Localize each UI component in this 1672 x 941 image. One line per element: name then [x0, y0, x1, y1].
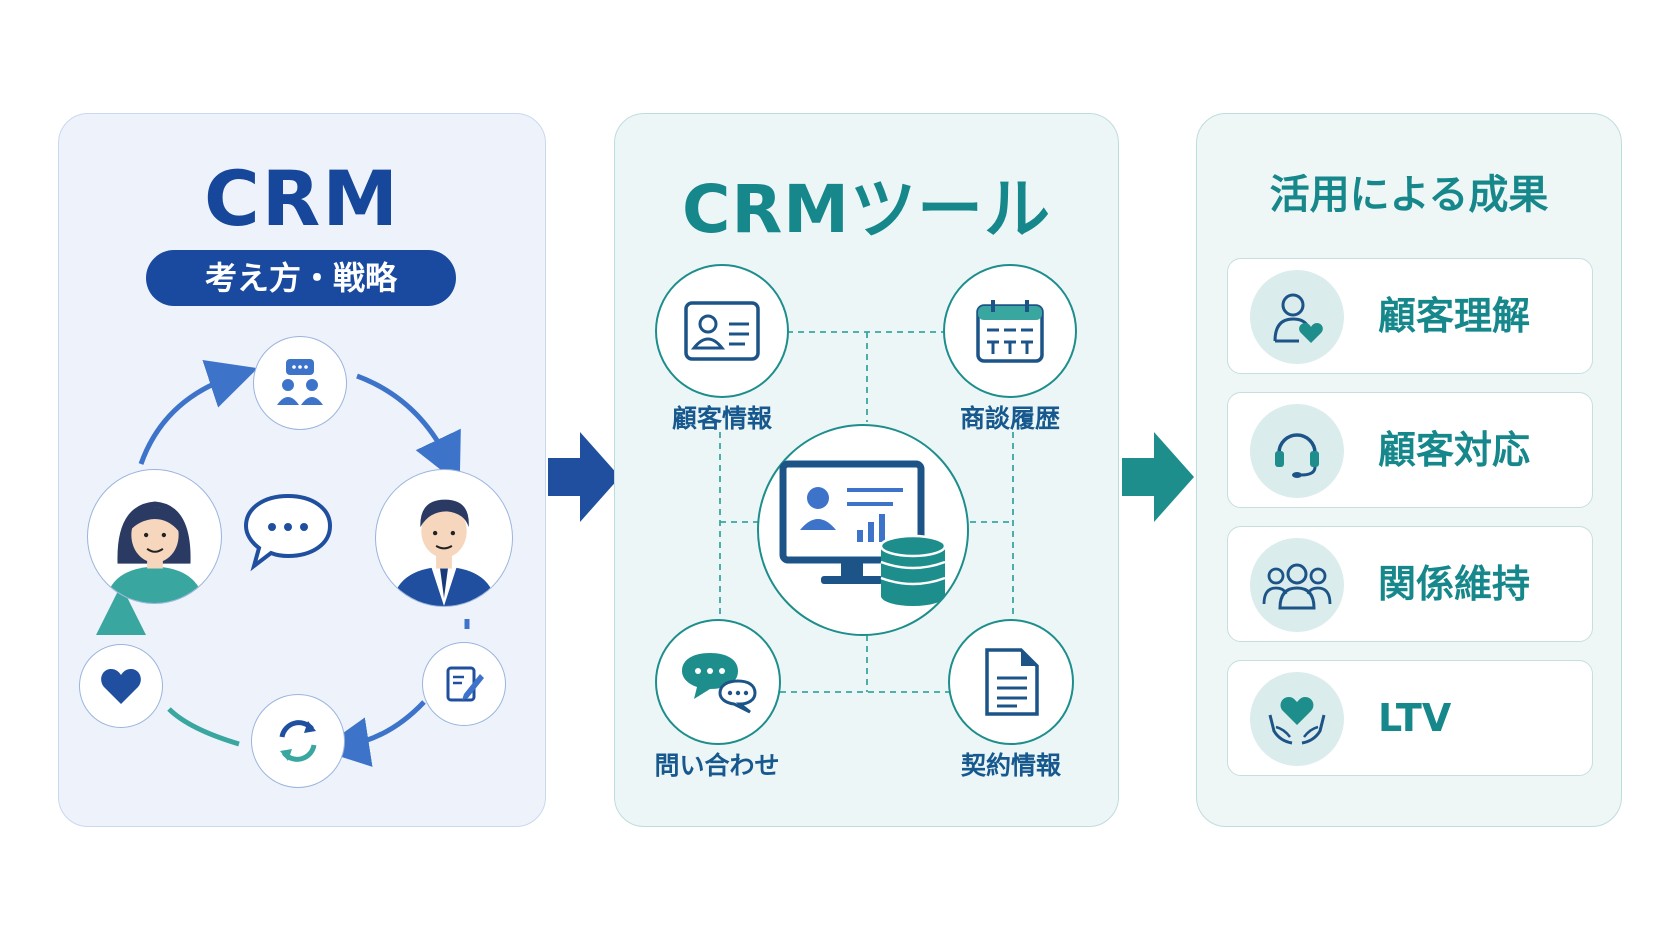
connector-lines	[719, 331, 1014, 693]
refresh-node	[251, 694, 345, 788]
heart-icon	[101, 669, 141, 704]
businessman-avatar-icon	[391, 499, 497, 606]
contact-info-label: 顧客情報	[671, 404, 772, 433]
contact-info-node	[655, 264, 789, 398]
group-icon	[1250, 538, 1344, 632]
negotiation-history-label: 商談履歴	[959, 404, 1060, 433]
heart-node	[79, 644, 163, 728]
businessman-avatar-node	[375, 469, 513, 607]
arrow-right-icon	[548, 432, 620, 522]
contact-card-icon	[684, 301, 760, 361]
result-card-ltv: LTV	[1227, 660, 1593, 776]
cycle-arrows	[96, 360, 470, 767]
results-panel: 活用による成果 顧客理解 顧客対応	[1196, 113, 1622, 827]
crm-tool-panel: CRMツール 顧客情報	[614, 113, 1119, 827]
results-title: 活用による成果	[1269, 172, 1549, 218]
woman-avatar-node	[87, 469, 222, 604]
woman-avatar-icon	[105, 501, 205, 603]
refresh-cycle-icon	[279, 720, 317, 762]
edit-document-icon	[446, 666, 484, 702]
negotiation-history-node	[943, 264, 1077, 398]
result-label: 顧客理解	[1378, 294, 1531, 338]
monitor-database-icon	[779, 460, 947, 606]
arrow-right-icon	[1122, 432, 1194, 522]
headset-icon	[1250, 404, 1344, 498]
chat-bubbles-icon	[682, 653, 757, 714]
document-icon	[985, 648, 1039, 716]
crm-system-node	[757, 424, 969, 636]
calendar-icon	[976, 300, 1044, 363]
crm-panel: CRM 考え方・戦略	[58, 113, 546, 827]
contract-info-label: 契約情報	[960, 751, 1061, 780]
edit-document-node	[422, 642, 506, 726]
person-heart-icon	[1250, 270, 1344, 364]
team-chat-node	[253, 336, 347, 430]
inquiry-node	[655, 619, 781, 745]
result-label: 関係維持	[1378, 562, 1531, 606]
result-card-customer-support: 顧客対応	[1227, 392, 1593, 508]
crm-subtitle-pill: 考え方・戦略	[146, 250, 456, 306]
crm-tool-title: CRMツール	[682, 171, 1051, 248]
inquiry-label: 問い合わせ	[654, 751, 780, 780]
contract-info-node	[948, 619, 1074, 745]
result-label: LTV	[1378, 696, 1452, 740]
team-chat-icon	[277, 359, 323, 405]
speech-bubble-icon	[243, 493, 333, 572]
result-card-customer-understanding: 顧客理解	[1227, 258, 1593, 374]
result-label: 顧客対応	[1378, 428, 1531, 472]
result-card-relationship: 関係維持	[1227, 526, 1593, 642]
hands-heart-icon	[1250, 672, 1344, 766]
crm-title: CRM	[204, 154, 400, 243]
